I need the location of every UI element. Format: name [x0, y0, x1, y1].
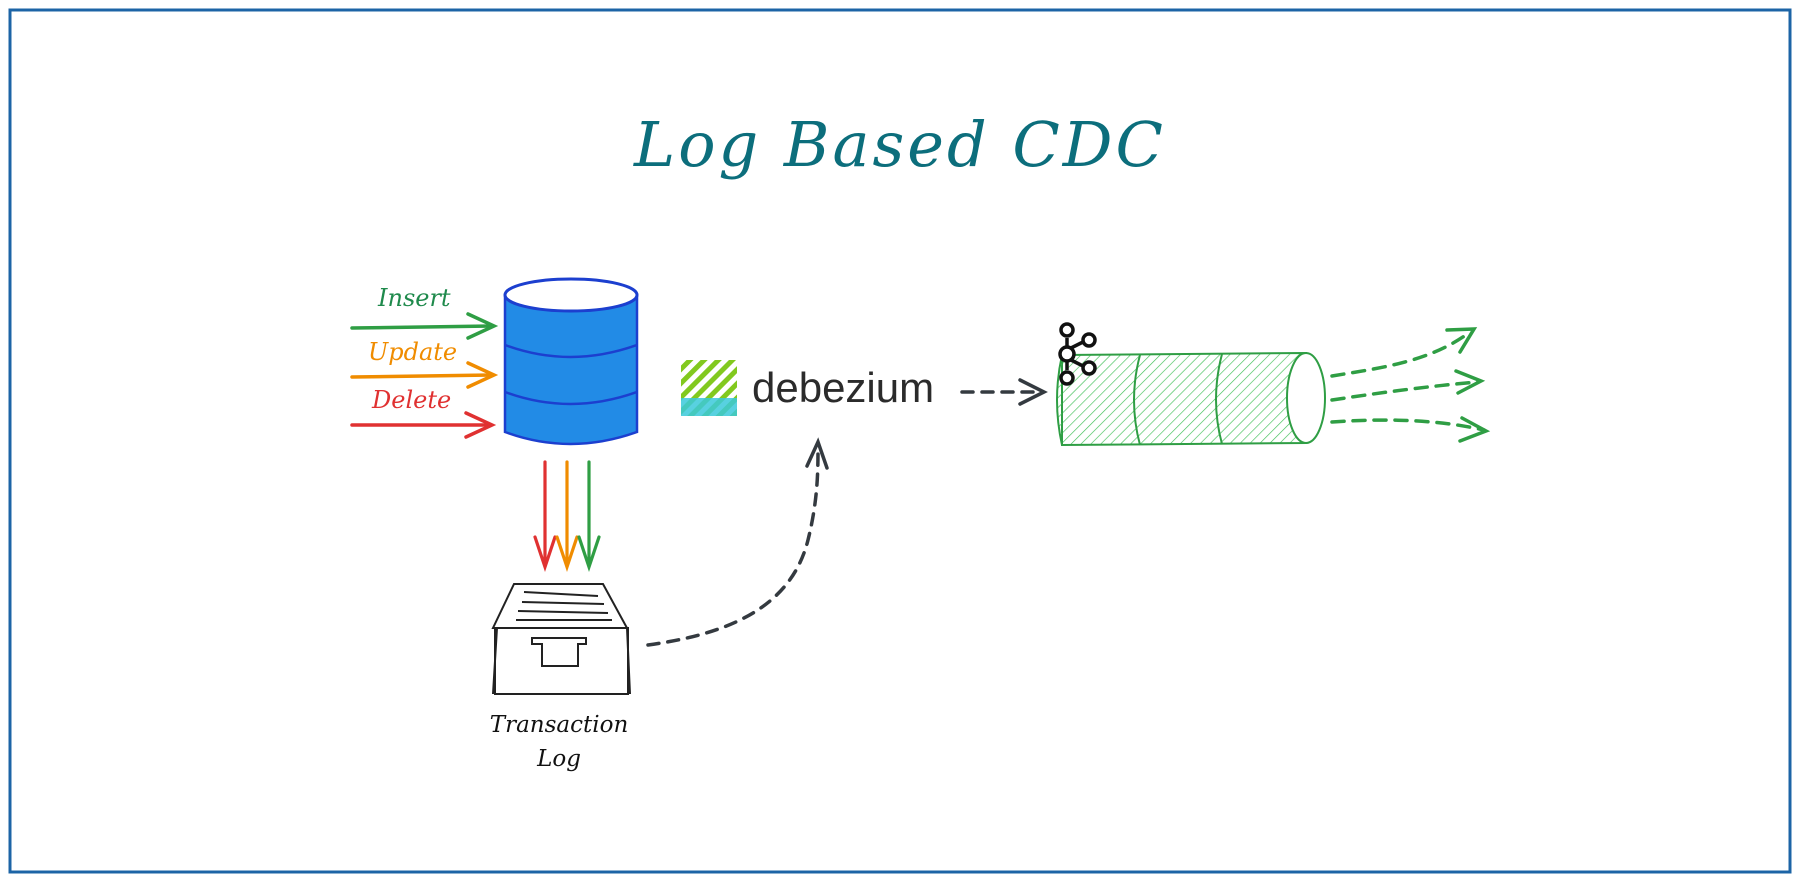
kafka-logo-icon: [1058, 322, 1097, 386]
update-arrow: [350, 361, 499, 389]
kafka-topic-pipe-icon: [1056, 351, 1326, 447]
db-to-log-arrows: [533, 460, 601, 573]
diagram-border: [8, 8, 1792, 874]
transaction-log-line1: Transaction: [489, 712, 629, 738]
transaction-log-label: Transaction Log: [464, 708, 654, 776]
delete-arrow: [350, 411, 497, 439]
database-icon: [503, 277, 639, 446]
delete-label: Delete: [372, 386, 452, 414]
file-cabinet-icon: [491, 583, 631, 695]
debezium-name: debezium: [752, 364, 935, 411]
transaction-log-line2: Log: [537, 746, 581, 772]
log-to-debezium-arrow: [646, 437, 829, 647]
insert-label: Insert: [378, 284, 451, 312]
insert-arrow: [350, 312, 499, 340]
debezium-logo-icon: [681, 360, 737, 416]
topic-output-arrows: [1330, 327, 1491, 443]
debezium-to-kafka-arrow: [960, 378, 1048, 406]
diagram-title: Log Based CDC: [634, 108, 1166, 181]
update-label: Update: [368, 338, 458, 366]
